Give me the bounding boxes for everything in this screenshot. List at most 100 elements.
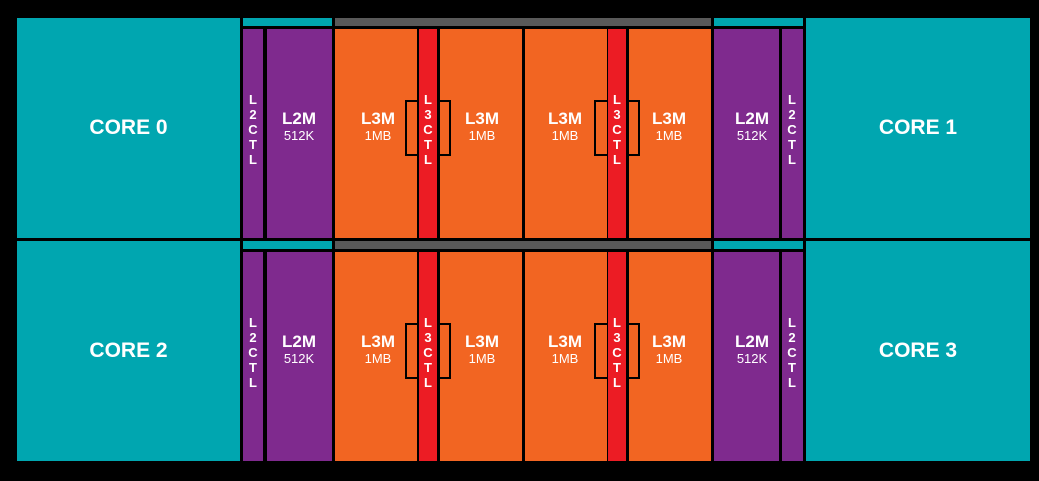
vertical-letter: L — [424, 315, 432, 330]
vertical-letter: C — [423, 122, 433, 137]
vertical-letter: L — [249, 375, 257, 390]
l2ctl-right — [782, 29, 803, 238]
l2m-label-left-size: 512K — [283, 127, 315, 143]
vertical-letter: C — [423, 345, 433, 360]
l2-top-strip-right — [714, 18, 803, 26]
l3m-slice — [335, 29, 417, 238]
core-1: CORE 1 — [806, 18, 1030, 238]
vertical-letter: L — [613, 92, 621, 107]
l3ctl — [608, 29, 626, 238]
vertical-letter: 2 — [788, 107, 796, 122]
vertical-letter: 3 — [613, 330, 621, 345]
l3m-label-size: 1MB — [551, 127, 579, 143]
l3m-label-title: L3M — [465, 109, 499, 128]
vertical-letter: C — [612, 345, 622, 360]
l3m-label-size: 1MB — [551, 350, 579, 366]
vertical-letter: L — [424, 92, 432, 107]
vertical-letter: L — [249, 152, 257, 167]
core-2: CORE 2 — [17, 241, 240, 461]
l3m-label-size: 1MB — [655, 350, 683, 366]
l3m-slice — [629, 29, 711, 238]
vertical-letter: L — [249, 92, 257, 107]
l3ctl-bracket — [437, 100, 451, 156]
l2m-label-left-title: L2M — [282, 109, 316, 128]
vertical-letter: T — [613, 137, 621, 152]
l3ctl-bracket — [594, 323, 608, 379]
vertical-letter: C — [612, 122, 622, 137]
vertical-letter: L — [788, 92, 796, 107]
l3m-slice — [525, 252, 607, 461]
l3ctl — [419, 29, 437, 238]
vertical-letter: C — [248, 345, 258, 360]
l3m-label-size: 1MB — [468, 350, 496, 366]
vertical-letter: L — [613, 315, 621, 330]
l3m-label-title: L3M — [465, 332, 499, 351]
l3ctl-bracket — [594, 100, 608, 156]
vertical-letter: T — [249, 137, 257, 152]
l2m-right — [714, 252, 779, 461]
vertical-letter: T — [788, 360, 796, 375]
vertical-letter: C — [787, 345, 797, 360]
l3m-label-size: 1MB — [364, 127, 392, 143]
l2m-left — [267, 252, 332, 461]
l3m-label-title: L3M — [652, 332, 686, 351]
l3m-label-size: 1MB — [468, 127, 496, 143]
vertical-letter: L — [613, 375, 621, 390]
l3ctl-bracket — [626, 323, 640, 379]
l3m-slice — [629, 252, 711, 461]
vertical-letter: L — [788, 375, 796, 390]
vertical-letter: L — [249, 315, 257, 330]
l2m-label-right-size: 512K — [736, 350, 768, 366]
l3m-label-title: L3M — [548, 332, 582, 351]
vertical-letter: L — [424, 152, 432, 167]
l2m-label-left-title: L2M — [282, 332, 316, 351]
l3ctl-bracket — [437, 323, 451, 379]
l3m-label-size: 1MB — [655, 127, 683, 143]
l3m-label-title: L3M — [361, 109, 395, 128]
l3m-slice — [440, 252, 522, 461]
l3m-slice — [525, 29, 607, 238]
vertical-letter: 2 — [788, 330, 796, 345]
vertical-letter: 2 — [249, 107, 257, 122]
vertical-letter: T — [424, 360, 432, 375]
l2ctl-left — [243, 252, 263, 461]
vertical-letter: L — [788, 315, 796, 330]
l3m-label-title: L3M — [548, 109, 582, 128]
l3m-label-title: L3M — [652, 109, 686, 128]
vertical-letter: 2 — [249, 330, 257, 345]
l3m-label-title: L3M — [361, 332, 395, 351]
l2m-label-right-title: L2M — [735, 332, 769, 351]
l2m-label-right-size: 512K — [736, 127, 768, 143]
l3ctl — [608, 252, 626, 461]
core-0: CORE 0 — [17, 18, 240, 238]
vertical-letter: T — [249, 360, 257, 375]
l2ctl-right — [782, 252, 803, 461]
l3ctl-bracket — [405, 323, 419, 379]
l2m-label-left-size: 512K — [283, 350, 315, 366]
l3-bus-strip — [335, 241, 711, 249]
vertical-letter: C — [787, 122, 797, 137]
l2m-label-right-title: L2M — [735, 109, 769, 128]
l2m-left — [267, 29, 332, 238]
core-3: CORE 3 — [806, 241, 1030, 461]
l3m-slice — [440, 29, 522, 238]
vertical-letter: 3 — [424, 107, 432, 122]
vertical-letter: L — [613, 152, 621, 167]
l2-top-strip-left — [243, 241, 332, 249]
